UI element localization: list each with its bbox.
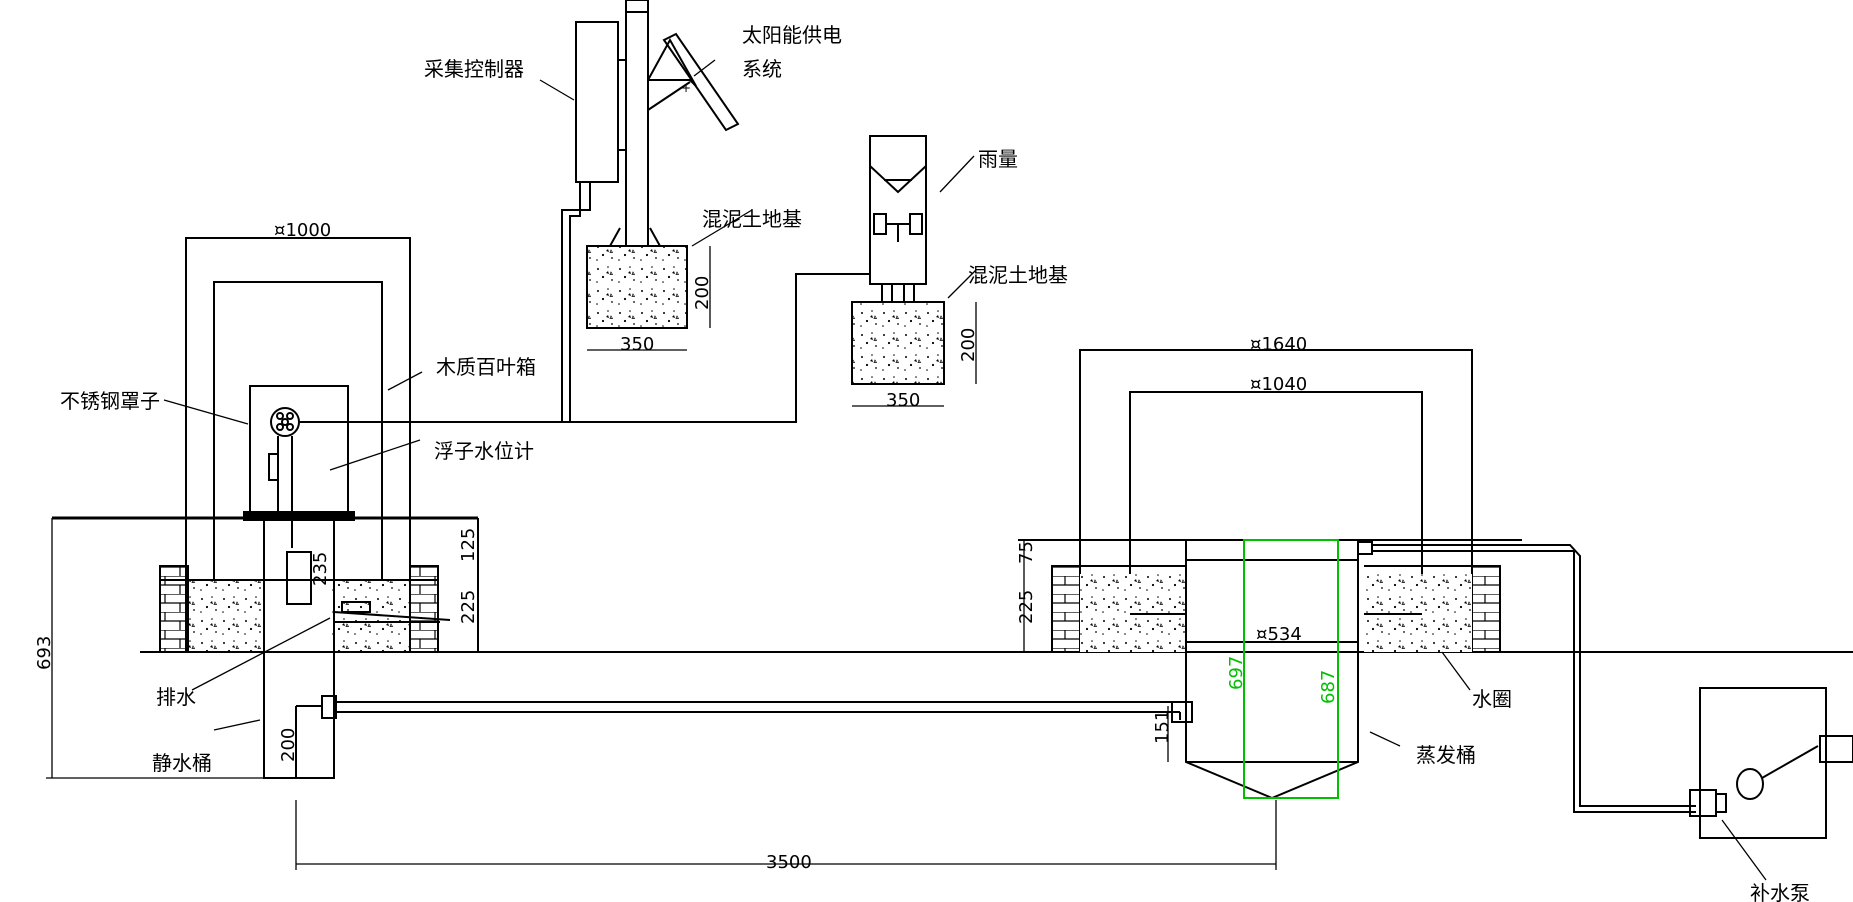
label-louver-box: 木质百叶箱 xyxy=(436,355,536,379)
label-evap-bucket: 蒸发桶 xyxy=(1416,743,1476,767)
collector-box xyxy=(575,21,619,183)
evaporation-bucket xyxy=(1185,540,1359,800)
steel-cover xyxy=(249,385,349,519)
dim-h75: 75 xyxy=(1016,541,1037,564)
dim-h687: 687 xyxy=(1318,670,1339,704)
water-ring-inner xyxy=(1129,391,1423,614)
left-brick-left xyxy=(159,565,189,653)
label-pump: 补水泵 xyxy=(1750,881,1810,902)
dim-h693: 693 xyxy=(34,636,55,670)
rain-foundation xyxy=(851,301,945,385)
pump-box xyxy=(1699,687,1827,839)
label-drain: 排水 xyxy=(156,685,196,709)
dim-h125: 125 xyxy=(458,528,479,562)
label-collector: 采集控制器 xyxy=(424,57,524,81)
label-foundation-1: 混泥土地基 xyxy=(702,207,802,231)
label-steel-cover: 不锈钢罩子 xyxy=(60,389,160,413)
dim-h697: 697 xyxy=(1226,656,1247,690)
dim-h235: 235 xyxy=(310,552,331,586)
rain-gauge xyxy=(869,135,927,285)
dim-h200c: 200 xyxy=(278,728,299,762)
louver-box-inner xyxy=(213,281,383,580)
water-ring-outer xyxy=(1079,349,1473,652)
dim-h225b: 225 xyxy=(1016,590,1037,624)
label-still-bucket: 静水桶 xyxy=(152,751,212,775)
label-solar: 太阳能供电 xyxy=(742,23,842,47)
label-solar-2: 系统 xyxy=(742,57,782,81)
dim-h200a: 200 xyxy=(692,276,713,310)
float-pulley xyxy=(270,407,300,437)
dim-d1640: ¤1640 xyxy=(1250,334,1307,355)
dim-w350a: 350 xyxy=(620,334,654,355)
left-concrete-left xyxy=(186,580,261,652)
label-float-gauge: 浮子水位计 xyxy=(434,439,534,463)
label-rain-gauge: 雨量 xyxy=(978,147,1018,171)
dim-w3500: 3500 xyxy=(766,852,812,873)
supply-pipe xyxy=(1372,544,1696,807)
svg-text:+: + xyxy=(681,81,691,95)
dim-d1040: ¤1040 xyxy=(1250,374,1307,395)
green-measure-box xyxy=(1243,539,1339,799)
label-foundation-2: 混泥土地基 xyxy=(968,263,1068,287)
dim-w350b: 350 xyxy=(886,390,920,411)
left-brick-right xyxy=(409,565,439,653)
collector-foundation xyxy=(586,245,688,329)
label-water-ring: 水圈 xyxy=(1472,687,1512,711)
solar-panel xyxy=(662,32,740,132)
dim-d534: ¤534 xyxy=(1256,624,1302,645)
dim-h225a: 225 xyxy=(458,590,479,624)
dim-h151: 151 xyxy=(1152,710,1173,744)
dim-h200b: 200 xyxy=(958,328,979,362)
dim-d1000: ¤1000 xyxy=(274,220,331,241)
